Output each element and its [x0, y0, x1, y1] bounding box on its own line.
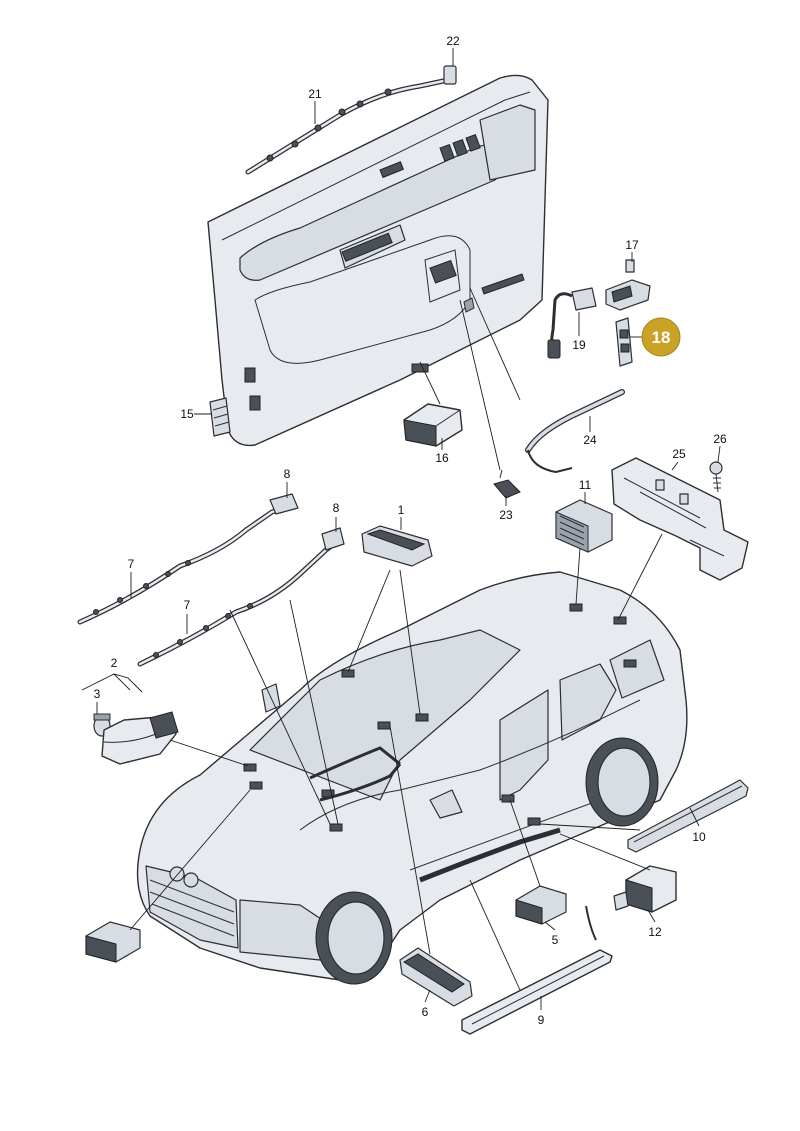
harness-7-8-upper: [77, 493, 299, 625]
callout-19: 19: [572, 338, 586, 352]
callout-11: 11: [579, 478, 592, 492]
part-15: [209, 397, 231, 437]
highlight-callout-18: 18: [641, 317, 681, 357]
part-5: [515, 885, 567, 925]
callout-22: 22: [446, 34, 460, 48]
harness-7-8-lower: [137, 527, 345, 667]
callout-9: 9: [538, 1013, 545, 1027]
part-3: [93, 713, 111, 737]
callout-15: 15: [180, 407, 194, 421]
callout-12: 12: [648, 925, 662, 939]
callout-25: 25: [672, 447, 686, 461]
part-17: [605, 259, 651, 311]
callout-labels: 22 21 17 19 15 16 24 25 26 11 23 8 8 1 7…: [94, 34, 727, 1027]
callout-21: 21: [308, 87, 322, 101]
callout-16: 16: [435, 451, 449, 465]
callout-23: 23: [499, 508, 513, 522]
part-25: [611, 457, 749, 581]
part-26: [709, 461, 723, 493]
callout-10: 10: [692, 830, 706, 844]
vehicle-body: [136, 571, 688, 985]
part-10: [627, 779, 749, 853]
callout-26: 26: [713, 432, 727, 446]
part-12: [613, 865, 677, 913]
harness-door-top: [245, 65, 457, 175]
callout-5: 5: [552, 933, 559, 947]
door-trim-panel: [207, 74, 549, 447]
part-18: [615, 317, 633, 367]
callout-3: 3: [94, 687, 101, 701]
part-11: [555, 499, 613, 553]
part-16: [403, 403, 463, 447]
part-9: [461, 905, 613, 1035]
part-23: [493, 469, 521, 499]
callout-6: 6: [422, 1005, 429, 1019]
part-1: [361, 525, 433, 567]
part-24: [525, 389, 625, 474]
callout-24: 24: [583, 433, 597, 447]
callout-1: 1: [398, 503, 405, 517]
callout-7-lower: 7: [184, 598, 191, 612]
callout-8-lower: 8: [333, 501, 340, 515]
highlight-badge: [641, 317, 681, 357]
part-6: [399, 947, 473, 1007]
callout-7-upper: 7: [128, 557, 135, 571]
part-19: [547, 287, 597, 359]
callout-17: 17: [625, 238, 639, 252]
callout-8-upper: 8: [284, 467, 291, 481]
callout-2: 2: [111, 656, 118, 670]
part-2: [101, 711, 179, 765]
leader-lines: [81, 48, 721, 1010]
module-bottom-left: [85, 921, 141, 963]
highlight-label: 18: [652, 328, 671, 347]
